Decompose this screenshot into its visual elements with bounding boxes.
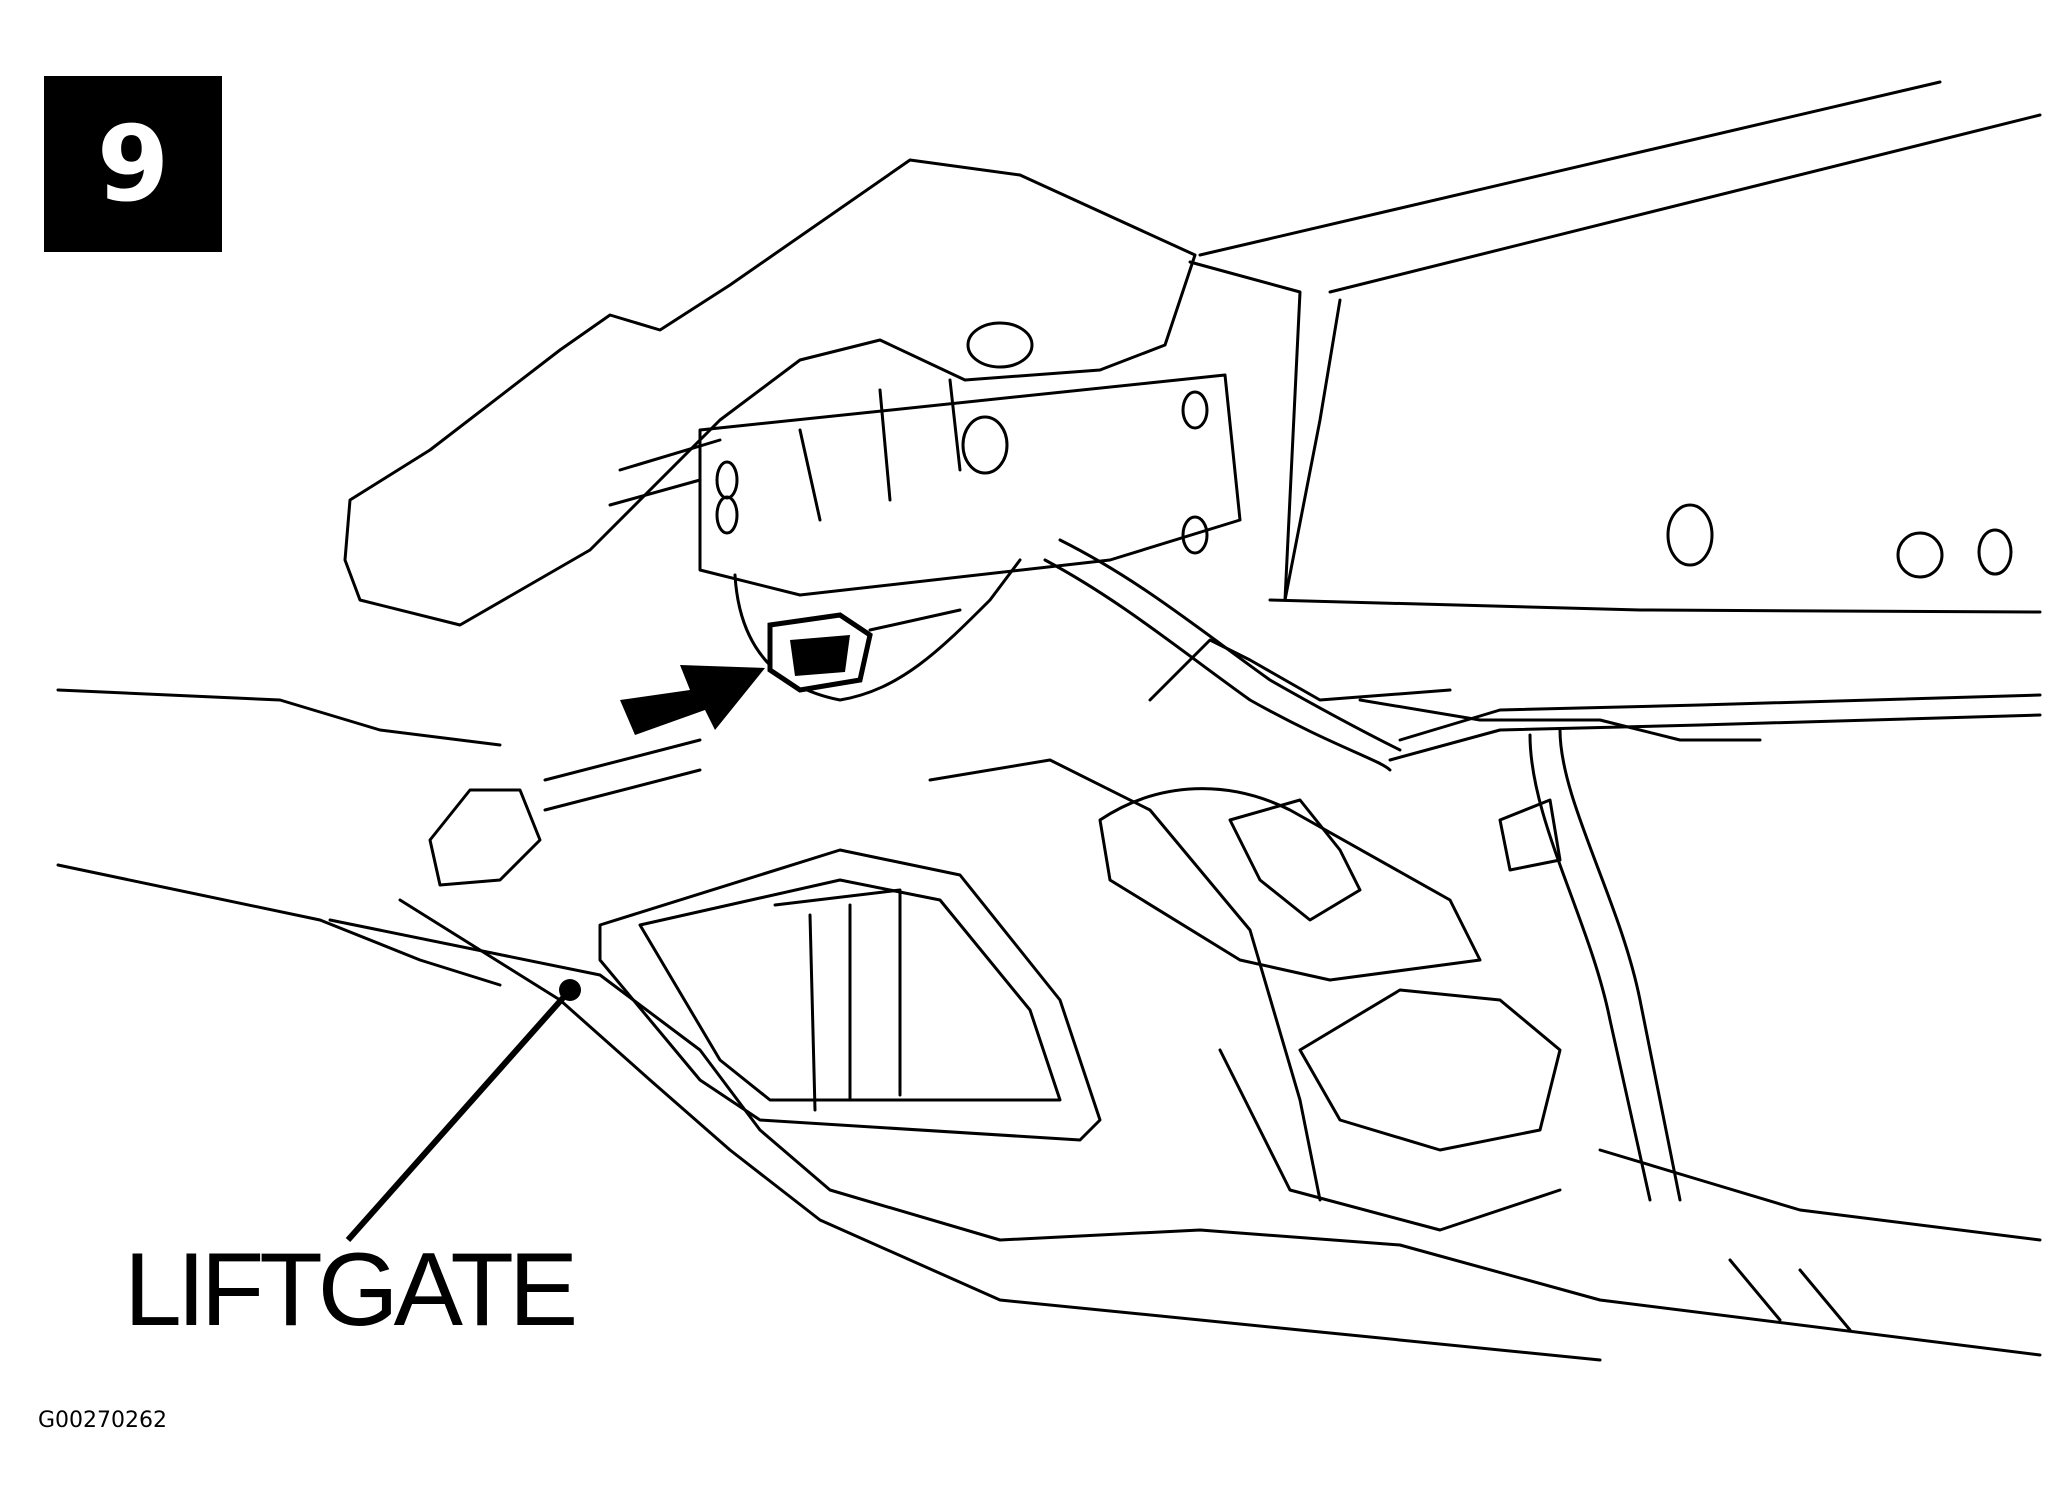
step-number-badge: 9	[44, 76, 222, 252]
latch-housing	[343, 158, 2013, 627]
liftgate-label: LIFTGATE	[124, 1232, 578, 1348]
latch-connector	[767, 608, 962, 693]
wiring-harness	[428, 538, 2042, 1202]
body-panel-lines	[56, 80, 2042, 987]
arrow-right-icon	[620, 665, 765, 735]
figure-id: G00270262	[38, 1408, 168, 1433]
liftgate-inner-panel	[328, 638, 2042, 1362]
callout-leader	[345, 979, 581, 1242]
